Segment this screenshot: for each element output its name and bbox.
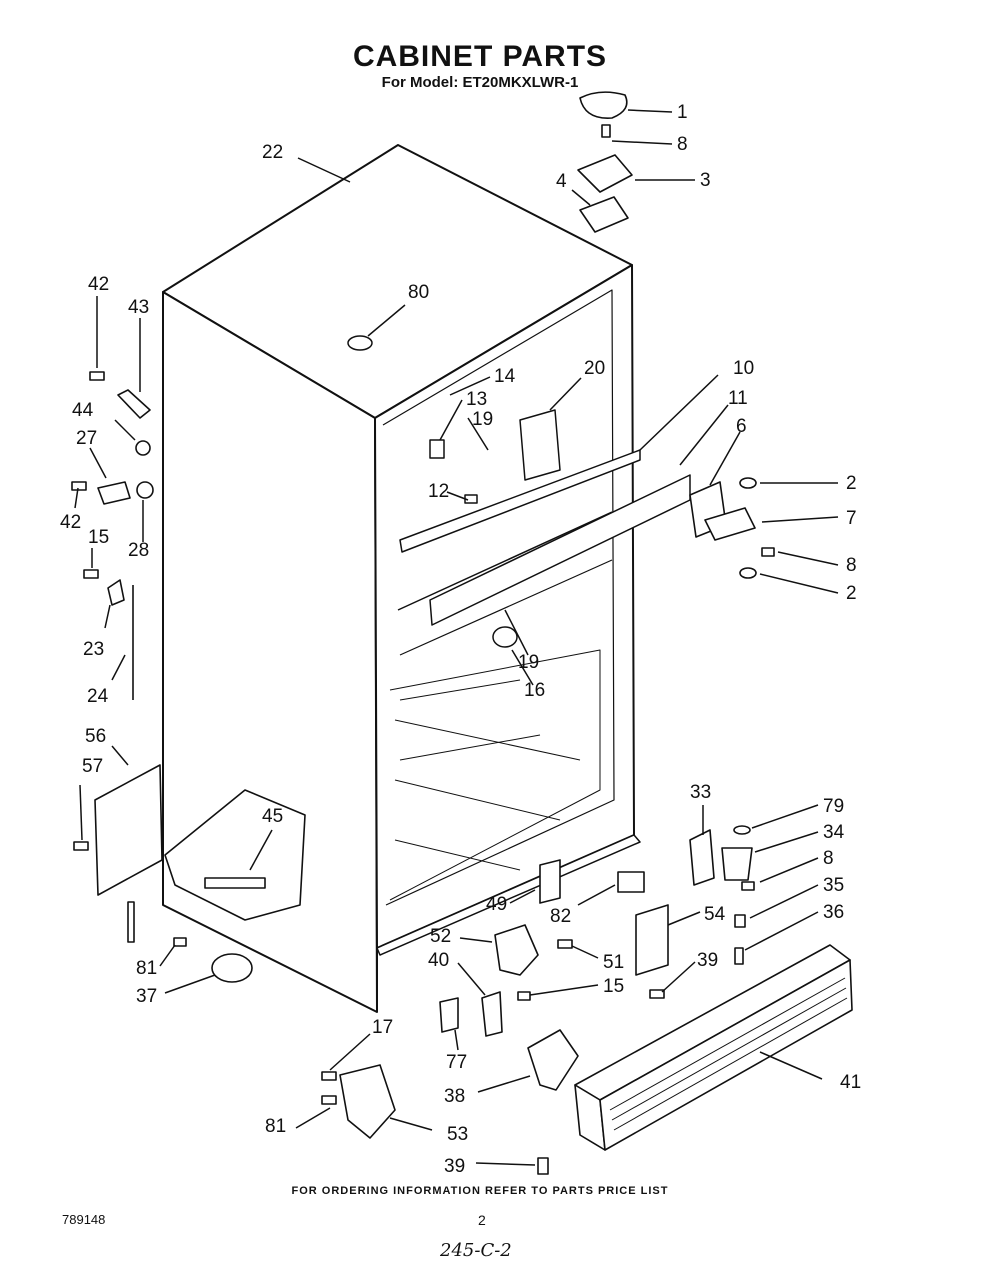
callout-81: 81 — [265, 1116, 286, 1137]
callout-49: 49 — [486, 894, 507, 915]
page-number: 2 — [478, 1212, 486, 1228]
ordering-note: FOR ORDERING INFORMATION REFER TO PARTS … — [291, 1185, 669, 1197]
callout-11: 11 — [728, 388, 748, 409]
callout-43: 43 — [128, 297, 149, 318]
callout-23: 23 — [83, 639, 104, 660]
callout-1: 1 — [677, 102, 688, 123]
center-hinge — [689, 477, 775, 579]
callout-36: 36 — [823, 902, 844, 923]
callout-3: 3 — [700, 170, 711, 191]
callout-6: 6 — [736, 416, 747, 437]
callout-15: 15 — [603, 976, 624, 997]
callout-24: 24 — [87, 686, 109, 707]
callout-13: 13 — [466, 389, 487, 410]
callout-34: 34 — [823, 822, 845, 843]
callout-20: 20 — [584, 358, 605, 379]
callout-37: 37 — [136, 986, 157, 1007]
inner-parts — [347, 335, 691, 648]
callout-80: 80 — [408, 282, 429, 303]
callout-38: 38 — [444, 1086, 465, 1107]
lower-right-parts — [494, 825, 755, 976]
bottom-parts — [173, 937, 665, 1175]
callout-12: 12 — [428, 481, 449, 502]
grille — [574, 944, 853, 1151]
inset-panel — [164, 789, 306, 921]
diagram-title: CABINET PARTS — [352, 40, 608, 73]
model-subtitle: For Model: ET20MKXLWR-1 — [381, 74, 579, 91]
callout-8: 8 — [823, 848, 834, 869]
callout-57: 57 — [82, 756, 103, 777]
callout-82: 82 — [550, 906, 571, 927]
callout-79: 79 — [823, 796, 844, 817]
callout-56: 56 — [85, 726, 106, 747]
callout-4: 4 — [556, 171, 567, 192]
handwritten-reference: 245-C-2 — [440, 1240, 512, 1261]
callout-45: 45 — [262, 806, 283, 827]
callout-33: 33 — [690, 782, 711, 803]
callout-15: 15 — [88, 527, 109, 548]
top-hinge-parts — [577, 91, 633, 233]
callout-8: 8 — [677, 134, 688, 155]
callout-27: 27 — [76, 428, 97, 449]
callout-42: 42 — [60, 512, 81, 533]
callout-41: 41 — [840, 1072, 861, 1093]
callout-81: 81 — [136, 958, 157, 979]
callout-19: 19 — [472, 409, 493, 430]
callout-39: 39 — [444, 1156, 465, 1177]
callout-42: 42 — [88, 274, 109, 295]
callout-19: 19 — [518, 652, 539, 673]
callout-14: 14 — [494, 366, 516, 387]
callout-53: 53 — [447, 1124, 468, 1145]
callout-labels: 1834228042434427422815232456571413201912… — [60, 102, 861, 1177]
callout-51: 51 — [603, 952, 624, 973]
callout-7: 7 — [846, 508, 857, 529]
callout-2: 2 — [846, 583, 857, 604]
left-hardware — [71, 371, 163, 943]
callout-40: 40 — [428, 950, 449, 971]
callout-8: 8 — [846, 555, 857, 576]
document-code: 789148 — [62, 1212, 106, 1227]
callout-35: 35 — [823, 875, 844, 896]
callout-17: 17 — [372, 1017, 393, 1038]
callout-44: 44 — [72, 400, 94, 421]
callout-28: 28 — [128, 540, 149, 561]
leader-lines — [74, 109, 839, 1166]
callout-10: 10 — [733, 358, 754, 379]
callout-54: 54 — [704, 904, 726, 925]
callout-77: 77 — [446, 1052, 467, 1073]
callout-22: 22 — [262, 142, 283, 163]
callout-16: 16 — [524, 680, 545, 701]
callout-52: 52 — [430, 926, 451, 947]
callout-2: 2 — [846, 473, 857, 494]
callout-39: 39 — [697, 950, 718, 971]
